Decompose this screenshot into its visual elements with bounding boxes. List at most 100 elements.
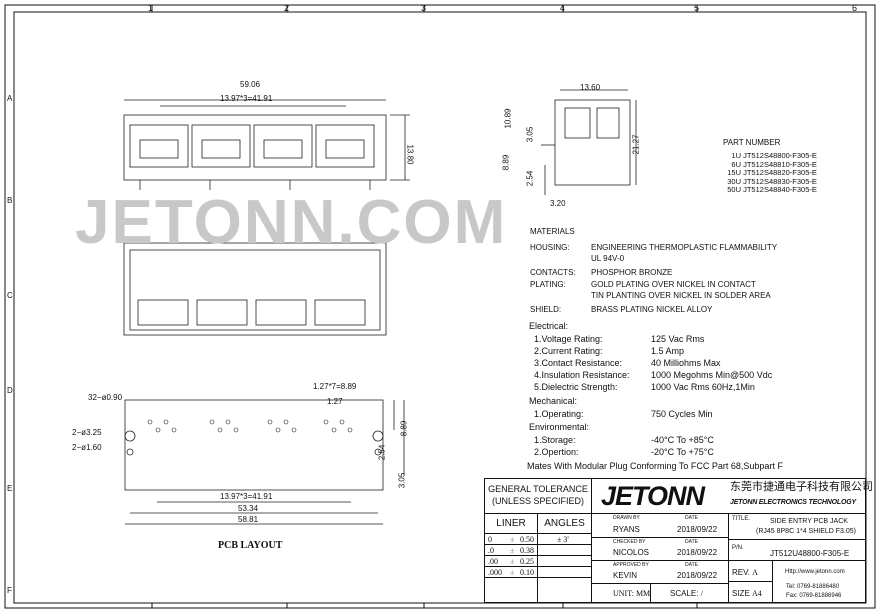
spec-value: 125 Vac Rms bbox=[651, 334, 705, 344]
part-number-row: 50U JT512S48840-F305-E bbox=[727, 185, 817, 194]
dim-h3: 8.89 bbox=[501, 154, 511, 171]
angles-heading: ANGLES bbox=[544, 518, 585, 529]
top-view-drawing bbox=[123, 242, 387, 336]
dim-port-pitch: 13.97*3=41.91 bbox=[220, 492, 273, 501]
spec-value: 1.5 Amp bbox=[651, 346, 685, 356]
dim-h4: 2.54 bbox=[525, 170, 535, 187]
scale-field: SCALE: / bbox=[670, 589, 703, 598]
website: Http://www.jetonn.com bbox=[785, 569, 845, 575]
spec-key: 5.Dielectric Strength: bbox=[534, 382, 618, 392]
dim-width1: 53.34 bbox=[238, 504, 259, 513]
dim-h1: 10.89 bbox=[503, 108, 513, 129]
part-number-row: 30U JT512S48830-F305-E bbox=[727, 176, 817, 186]
frame-row-label: F bbox=[7, 586, 12, 595]
dim-row-gap: 2.54 bbox=[377, 444, 387, 461]
tol-value: 0.50 bbox=[520, 535, 534, 544]
jetonn-logo: JETONN bbox=[601, 481, 705, 511]
spec-value: 1000 Vac Rms 60Hz,1Min bbox=[651, 382, 755, 392]
tolerance-heading: GENERAL TOLERANCE bbox=[488, 484, 588, 494]
dim-depth: 13.60 bbox=[580, 83, 601, 92]
dim-pitch: 13.97*3=41.91 bbox=[220, 94, 273, 103]
material-value: BRASS PLATING NICKEL ALLOY bbox=[591, 305, 713, 314]
date-label: DATE bbox=[685, 515, 698, 521]
frame-col-label: 5 bbox=[694, 3, 700, 13]
spec-value: -20°C To +75°C bbox=[651, 447, 714, 457]
watermark: JETONN.COM bbox=[75, 188, 508, 257]
pn-label: P/N. bbox=[732, 545, 744, 551]
tol-precision: .0 bbox=[488, 546, 494, 555]
side-view-drawing bbox=[541, 89, 637, 195]
frame-row-label: C bbox=[7, 291, 13, 300]
date-label: DATE bbox=[685, 562, 698, 568]
dim-height: 13.80 bbox=[405, 144, 415, 165]
tolerance-subheading: (UNLESS SPECIFIED) bbox=[491, 496, 585, 506]
spec-key: 3.Contact Resistance: bbox=[534, 358, 623, 368]
frame-col-label: 2 bbox=[284, 3, 290, 13]
tol-pm: ± bbox=[510, 535, 515, 544]
spec-value: 1000 Megohms Min@500 Vdc bbox=[651, 370, 773, 380]
tol-precision: .000 bbox=[488, 568, 502, 577]
dim-holes-small: 32−ø0.90 bbox=[88, 393, 123, 402]
approved-by-label: APPROVED BY bbox=[613, 562, 649, 568]
drawn-by-label: DRAWN BY bbox=[613, 515, 640, 521]
spec-value: -40°C To +85°C bbox=[651, 435, 714, 445]
liner-heading: LINER bbox=[496, 518, 526, 529]
dim-holes-mid: 2−ø1.60 bbox=[72, 443, 102, 452]
frame-row-label: A bbox=[7, 94, 13, 103]
drawn-by: RYANS bbox=[613, 525, 640, 534]
spec-key: 2.Current Rating: bbox=[534, 346, 603, 356]
material-key: SHIELD: bbox=[530, 305, 562, 314]
drawing-subtitle: (RJ45 8P8C 1*4 SHIELD F3.05) bbox=[756, 528, 856, 535]
drawing-title: SIDE ENTRY PCB JACK bbox=[770, 518, 848, 525]
mating-note: Mates With Modular Plug Conforming To FC… bbox=[527, 461, 783, 471]
spec-key: 1.Storage: bbox=[534, 435, 576, 445]
part-number: JT512U48800-F305-E bbox=[770, 549, 850, 558]
rev-field: REV. A bbox=[732, 568, 758, 577]
spec-value: 40 Milliohms Max bbox=[651, 358, 721, 368]
frame-row-label: E bbox=[7, 484, 13, 493]
dim-row-total: 8.89 bbox=[399, 420, 409, 437]
pcb-layout-drawing bbox=[124, 399, 405, 525]
approved-by: KEVIN bbox=[613, 571, 638, 580]
front-view-drawing bbox=[123, 99, 410, 190]
checked-by-label: CHECKED BY bbox=[613, 539, 646, 545]
tol-precision: 0 bbox=[488, 535, 492, 544]
frame-col-label: 6 bbox=[852, 3, 858, 13]
angle-tolerance: ± 3' bbox=[557, 535, 569, 544]
part-number-row: 15U JT512S48820-F305-E bbox=[727, 168, 817, 177]
company-name-cn: 东莞市捷通电子科技有限公司 bbox=[730, 481, 873, 493]
dim-holes-big: 2−ø3.25 bbox=[72, 428, 102, 437]
spec-key: 4.Insulation Resistance: bbox=[534, 370, 630, 380]
dim-pin-pitch: 1.27*7=8.89 bbox=[313, 382, 357, 391]
material-value: TIN PLANTING OVER NICKEL IN SOLDER AREA bbox=[591, 291, 771, 300]
tol-value: 0.38 bbox=[520, 546, 534, 555]
spec-key: 2.Opertion: bbox=[534, 447, 579, 457]
checked-by: NICOLOS bbox=[613, 548, 650, 557]
fax: Fax: 0769-81886946 bbox=[786, 593, 842, 599]
part-number-row: 1U JT512S48800-F305-E bbox=[731, 151, 817, 160]
date-label: DATE bbox=[685, 539, 698, 545]
dim-overall: 59.06 bbox=[240, 80, 261, 89]
title-label: TITLE. bbox=[732, 516, 751, 522]
dim-total: 21.27 bbox=[631, 134, 641, 155]
pcb-layout-title: PCB LAYOUT bbox=[218, 540, 283, 551]
material-value: GOLD PLATING OVER NICKEL IN CONTACT bbox=[591, 280, 756, 289]
telephone: Tel: 0769-81886480 bbox=[786, 584, 840, 590]
tol-precision: .00 bbox=[488, 557, 498, 566]
material-value: PHOSPHOR BRONZE bbox=[591, 268, 673, 277]
dim-h2: 3.05 bbox=[525, 126, 535, 143]
frame-col-label: 1 bbox=[148, 3, 154, 13]
spec-key: 1.Operating: bbox=[534, 409, 584, 419]
mechanical-title: Mechanical: bbox=[529, 396, 578, 406]
environmental-title: Environmental: bbox=[529, 422, 590, 432]
frame-row-label: B bbox=[7, 196, 13, 205]
frame-col-label: 3 bbox=[421, 3, 427, 13]
company-name-en: JETONN ELECTRONICS TECHNOLOGY bbox=[730, 499, 856, 506]
part-number-title: PART NUMBER bbox=[723, 138, 781, 147]
checked-date: 2018/09/22 bbox=[677, 548, 718, 557]
tol-value: 0.25 bbox=[520, 557, 534, 566]
part-number-list: 1U JT512S48800-F305-E 6U JT512S48810-F30… bbox=[725, 151, 817, 195]
dim-width2: 58.81 bbox=[238, 515, 259, 524]
frame-col-label: 4 bbox=[560, 3, 566, 13]
